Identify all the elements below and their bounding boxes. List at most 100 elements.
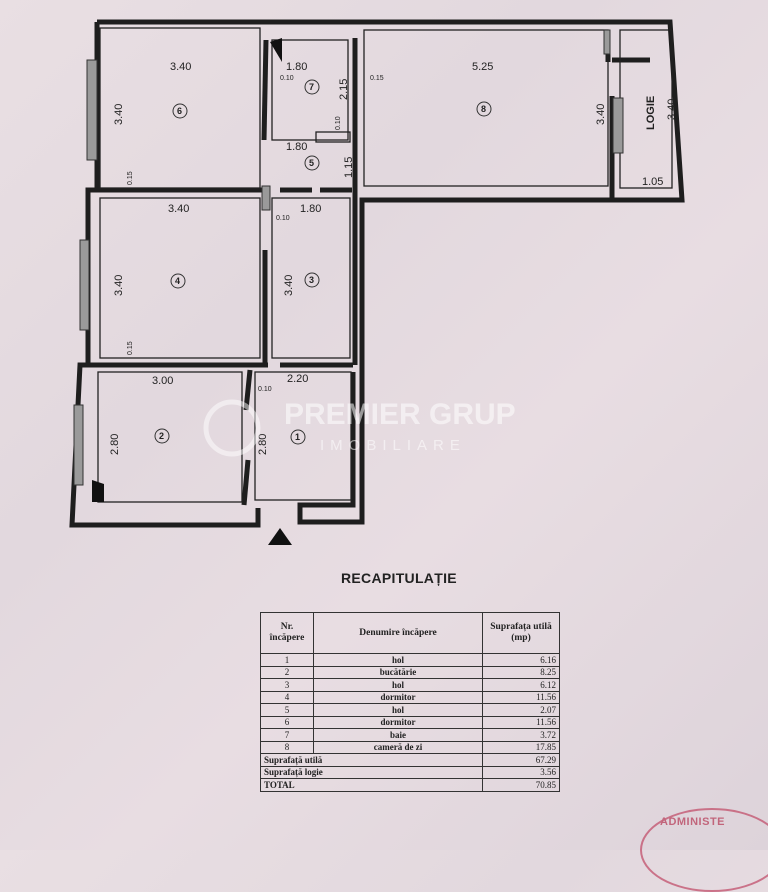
room-marker-circle [290, 429, 306, 445]
watermark-logo-icon [203, 399, 261, 457]
dim-r2-height: 2.80 [109, 434, 121, 455]
dim-r1-height: 2.80 [257, 434, 269, 455]
dim-logie-height: 3.40 [666, 99, 678, 120]
dim-r4-side: 0.15 [127, 341, 134, 355]
cell-area: 17.85 [482, 740, 560, 754]
cell-nr: 5 [260, 703, 314, 717]
room-marker-circle [172, 103, 188, 119]
room-number-3: 3 [309, 275, 314, 285]
dim-r4-width: 3.40 [168, 203, 189, 215]
dim-r5-height: 1.15 [343, 157, 355, 178]
windows [73, 29, 624, 486]
watermark: PREMIER GRUP IMOBILIARE [203, 398, 516, 457]
room-number-8: 8 [481, 104, 486, 114]
dimension-labels: 3.40 3.40 0.15 1.80 0.10 2.15 0.15 0.10 … [109, 61, 678, 455]
room-number-4: 4 [175, 276, 180, 286]
table-row: 6 dormitor 11.56 [260, 715, 560, 729]
window-room4 [79, 239, 90, 331]
dim-logie-width: 1.05 [642, 176, 663, 188]
cell-nr: 1 [260, 653, 314, 667]
header-name: Denumire încăpere [313, 612, 483, 654]
dim-r3-height: 3.40 [283, 275, 295, 296]
room-marker-circle [170, 273, 186, 289]
room-marker-circle [476, 101, 492, 117]
dim-r5-width: 1.80 [286, 141, 307, 153]
cell-name: dormitor [313, 715, 483, 729]
table-row: 5 hol 2.07 [260, 703, 560, 717]
floor-plan: 3.40 3.40 0.15 1.80 0.10 2.15 0.15 0.10 … [69, 19, 685, 545]
cell-area: 6.12 [482, 678, 560, 692]
cell-nr: 3 [260, 678, 314, 692]
room-marker-circle [304, 155, 320, 171]
total-row: Suprafață utilă 67.29 [260, 753, 560, 767]
recap-table: Nr. încăpere Denumire încăpere Suprafața… [260, 612, 560, 792]
cell-nr: 7 [260, 728, 314, 742]
cell-name: hol [313, 678, 483, 692]
dim-r6-side: 0.15 [127, 171, 134, 185]
cell-name: dormitor [313, 690, 483, 704]
dim-r6-width: 3.40 [170, 61, 191, 73]
dim-r7-height: 2.15 [338, 79, 350, 100]
dim-r1-side: 0.10 [258, 386, 272, 393]
logie-label: LOGIE [645, 96, 657, 130]
cell-name: hol [313, 653, 483, 667]
window-logie [612, 97, 624, 154]
dim-r1-width: 2.20 [287, 373, 308, 385]
cell-name: bucătărie [313, 665, 483, 679]
dim-r3-door: 0.10 [276, 215, 290, 222]
detail-lines [97, 27, 673, 503]
dim-r7-width: 1.80 [286, 61, 307, 73]
room-number-6: 6 [177, 106, 182, 116]
table-row: 2 bucătărie 8.25 [260, 665, 560, 679]
room-number-7: 7 [309, 82, 314, 92]
watermark-line2: IMOBILIARE [320, 437, 466, 454]
total-label: Suprafață utilă [260, 753, 483, 767]
stamp-text: ADMINISTE [660, 816, 725, 828]
window-room2 [73, 404, 84, 486]
dim-r6-height: 3.40 [113, 104, 125, 125]
dim-r8-height: 3.40 [595, 104, 607, 125]
dim-r7-right: 0.15 [370, 75, 384, 82]
total-label: Suprafață logie [260, 765, 483, 779]
dim-r4-height: 3.40 [113, 275, 125, 296]
table-row: 8 cameră de zi 17.85 [260, 740, 560, 754]
shaft-mark-bathroom [270, 38, 282, 62]
window-room3-door [261, 185, 271, 211]
shaft-mark-kitchen [92, 480, 104, 502]
room-marker-circle [304, 272, 320, 288]
cell-area: 8.25 [482, 665, 560, 679]
cell-name: hol [313, 703, 483, 717]
cell-nr: 6 [260, 715, 314, 729]
room-number-1: 1 [295, 432, 300, 442]
cell-area: 3.72 [482, 728, 560, 742]
window-top-right [603, 29, 611, 55]
dim-r7-inner: 0.10 [335, 116, 342, 130]
total-row: Suprafață logie 3.56 [260, 765, 560, 779]
room-marker-circle [154, 428, 170, 444]
cell-name: cameră de zi [313, 740, 483, 754]
total-value: 67.29 [482, 753, 560, 767]
entrance-arrow-icon [268, 528, 292, 545]
table-row: 3 hol 6.12 [260, 678, 560, 692]
room-number-5: 5 [309, 158, 314, 168]
table-row: 1 hol 6.16 [260, 653, 560, 667]
room-marker-circle [304, 79, 320, 95]
watermark-line1: PREMIER GRUP [284, 398, 516, 431]
total-label: TOTAL [260, 778, 483, 792]
dim-r7-left: 0.10 [280, 75, 294, 82]
table-row: 4 dormitor 11.56 [260, 690, 560, 704]
window-room6 [86, 59, 98, 161]
official-stamp: ADMINISTE [640, 808, 768, 892]
total-value: 70.85 [482, 778, 560, 792]
room-markers: 1 2 3 4 5 6 7 8 [154, 79, 492, 445]
cell-area: 2.07 [482, 703, 560, 717]
dim-r3-width: 1.80 [300, 203, 321, 215]
cell-area: 6.16 [482, 653, 560, 667]
recap-header-row: Nr. încăpere Denumire încăpere Suprafața… [260, 612, 560, 654]
total-row: TOTAL 70.85 [260, 778, 560, 792]
cell-nr: 2 [260, 665, 314, 679]
cell-nr: 8 [260, 740, 314, 754]
table-row: 7 baie 3.72 [260, 728, 560, 742]
cell-area: 11.56 [482, 715, 560, 729]
total-value: 3.56 [482, 765, 560, 779]
